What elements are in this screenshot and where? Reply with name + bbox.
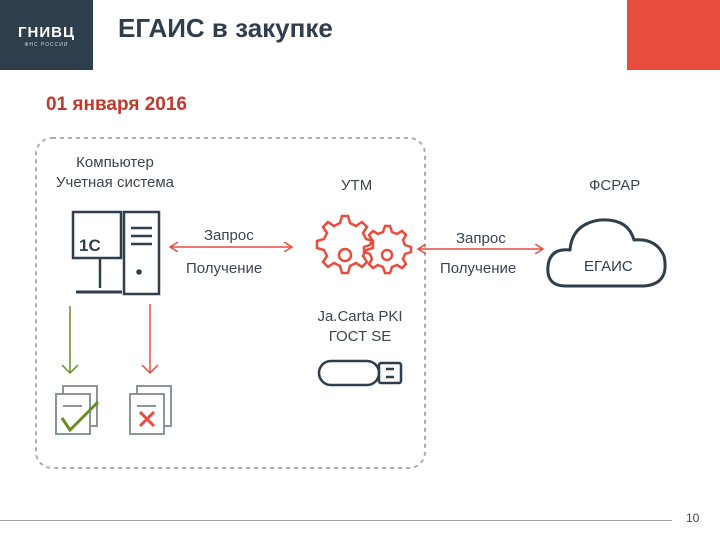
right-receive-label: Получение (440, 260, 517, 277)
computer-label-line2: Учетная система (55, 174, 175, 191)
right-request-label: Запрос (456, 230, 506, 247)
header-accent-block (627, 0, 720, 70)
logo-subtext: ФНС РОССИИ (24, 42, 69, 48)
cloud-icon (546, 218, 667, 288)
left-request-label: Запрос (204, 227, 254, 244)
gears-icon (315, 214, 413, 275)
logo-text: ГНИВЦ (18, 24, 75, 41)
footer-divider (0, 520, 672, 521)
doc-accepted-icon (55, 385, 100, 435)
left-receive-label: Получение (186, 260, 263, 277)
page-title: ЕГАИС в закупке (118, 13, 333, 43)
date-heading: 01 января 2016 (46, 94, 187, 115)
doc-rejected-icon (129, 385, 172, 435)
token-label-line1: Ja.Carta PKI (317, 308, 403, 325)
page-number: 10 (686, 511, 700, 525)
computer-label-line1: Компьютер (76, 154, 154, 171)
usb-token-icon (317, 359, 403, 387)
computer-icon (71, 210, 161, 296)
logo: ГНИВЦ ФНС РОССИИ (0, 0, 93, 70)
local-zone-border (35, 137, 426, 469)
token-label: Ja.Carta PKI ГОСТ SE (300, 307, 420, 347)
utm-label: УТМ (341, 177, 373, 194)
fsrar-label: ФСРАР (589, 177, 641, 194)
cloud-label: ЕГАИС (584, 258, 633, 275)
computer-badge: 1С (79, 236, 101, 255)
computer-label: Компьютер Учетная система (45, 153, 185, 193)
token-label-line2: ГОСТ SE (328, 328, 392, 345)
